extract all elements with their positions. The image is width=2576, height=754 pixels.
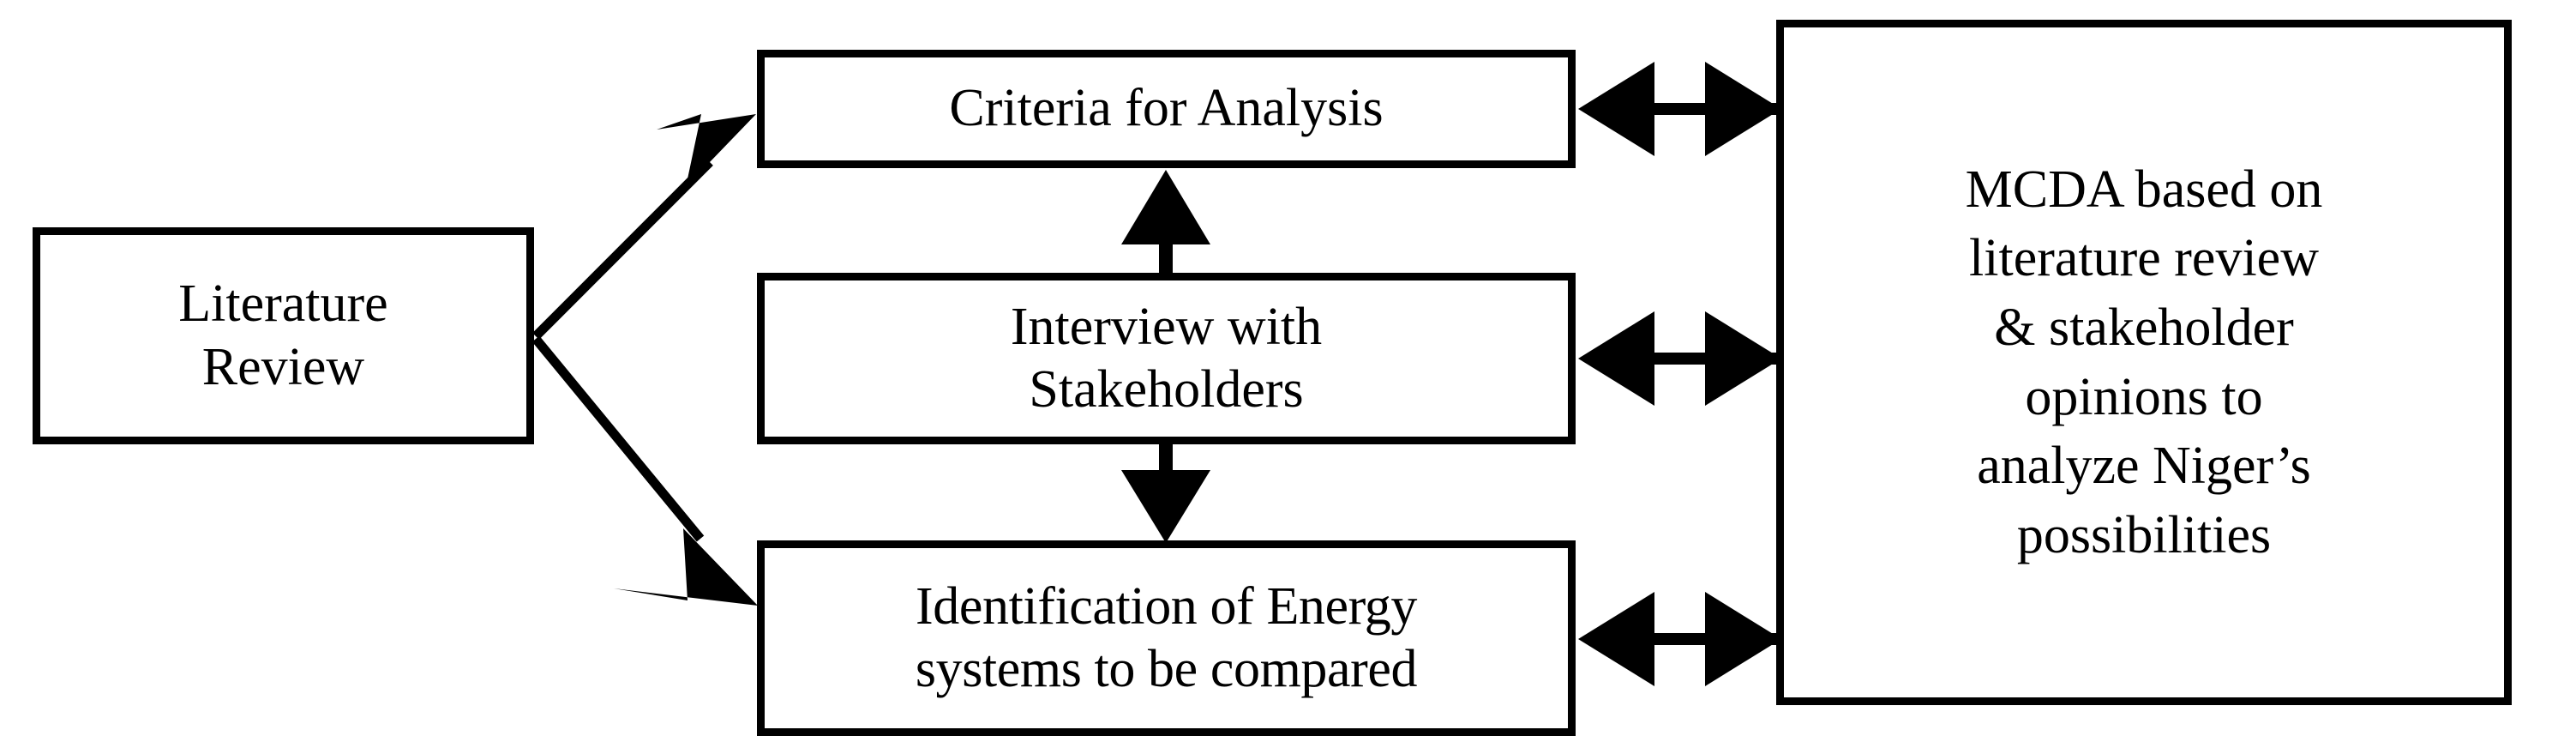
node-mcda[interactable] — [1776, 20, 2512, 705]
edge-identification-to-mcda — [1578, 592, 1783, 686]
arrowhead-left-criteria — [1578, 62, 1654, 156]
node-literature-review[interactable] — [33, 227, 534, 444]
arrowhead-up — [1121, 170, 1210, 244]
edge-criteria-to-mcda — [1578, 62, 1783, 156]
edge-lit-to-criteria — [532, 114, 756, 340]
edge-lit-to-identification — [531, 335, 758, 606]
arrowhead-right-interview — [1705, 311, 1781, 406]
arrowhead-right-criteria — [1705, 62, 1781, 156]
node-criteria-for-analysis[interactable] — [757, 50, 1576, 168]
edge-interview-to-criteria — [1121, 170, 1210, 273]
edge-interview-to-identification — [1121, 440, 1210, 543]
arrowhead-left-identification — [1578, 592, 1654, 686]
node-identification-of-energy-systems[interactable] — [757, 540, 1576, 736]
node-interview-with-stakeholders[interactable] — [757, 273, 1576, 444]
arrowhead-down-right — [614, 528, 758, 606]
arrowhead-right-identification — [1705, 592, 1781, 686]
edge-interview-to-mcda — [1578, 311, 1783, 406]
arrowhead-up-right — [657, 114, 756, 187]
arrowhead-down — [1121, 470, 1210, 543]
arrowhead-left-interview — [1578, 311, 1654, 406]
